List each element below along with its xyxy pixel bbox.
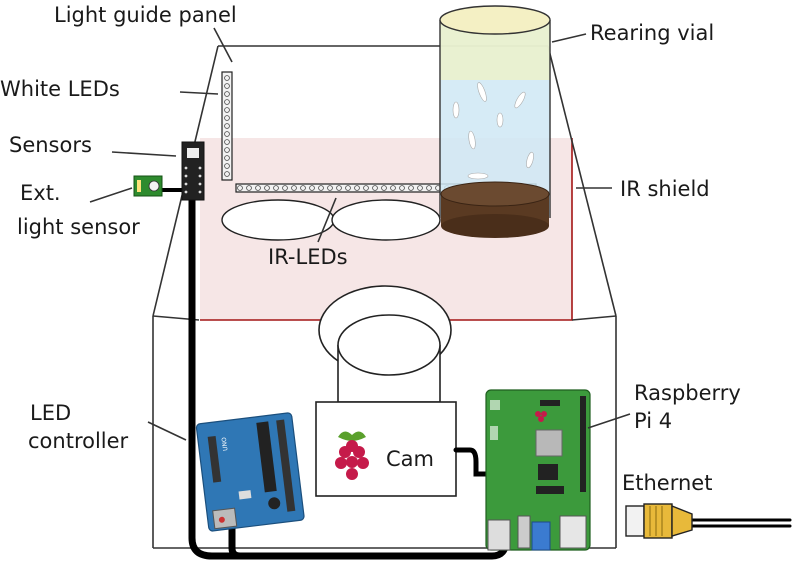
led-dot (336, 185, 342, 191)
led-dot (255, 185, 261, 191)
led-dot (264, 185, 270, 191)
arduino-mark: UNO (221, 437, 230, 452)
led-dot (327, 185, 333, 191)
label-ext-line2: light sensor (17, 215, 140, 239)
led-dot (381, 185, 387, 191)
white-led-dot (224, 123, 230, 129)
white-led-dot (224, 163, 230, 169)
light-guide-panel (221, 71, 233, 181)
led-dot (363, 185, 369, 191)
labels: Light guide panel White LEDs Sensors Ext… (0, 3, 741, 495)
led-dot (273, 185, 279, 191)
white-led-dot (224, 147, 230, 153)
led-dot (237, 185, 243, 191)
white-led-dot (224, 139, 230, 145)
white-led-dot (224, 115, 230, 121)
led-dot (345, 185, 351, 191)
external-light-sensor (133, 175, 163, 197)
led-dot (246, 185, 252, 191)
led-dot (399, 185, 405, 191)
white-led-dot (224, 131, 230, 137)
leader-lines (89, 27, 631, 441)
larvae (452, 82, 534, 180)
white-led-dot (224, 83, 230, 89)
label-white-leds: White LEDs (0, 77, 120, 101)
ethernet-plug (625, 503, 693, 539)
white-led-dot (224, 99, 230, 105)
led-dot (372, 185, 378, 191)
led-dot (318, 185, 324, 191)
label-rearing-vial: Rearing vial (590, 21, 714, 45)
rearing-vial (439, 5, 551, 238)
led-dot (309, 185, 315, 191)
label-sensors: Sensors (9, 133, 92, 157)
label-light-guide-panel: Light guide panel (54, 3, 237, 27)
white-led-dot (224, 155, 230, 161)
label-ext-line1: Ext. (20, 181, 61, 205)
led-dot (426, 185, 432, 191)
label-rpi-line2: Pi 4 (634, 409, 672, 433)
led-dot (291, 185, 297, 191)
raspberry-pi-board (485, 389, 591, 551)
led-dot (390, 185, 396, 191)
led-dot (354, 185, 360, 191)
label-led-line2: controller (28, 429, 129, 453)
arduino-board: UNO (195, 412, 305, 532)
white-led-dot (224, 91, 230, 97)
camera: Cam (315, 285, 457, 497)
ir-led-rings (221, 199, 441, 241)
white-led-dot (224, 107, 230, 113)
label-ir-shield: IR shield (620, 177, 710, 201)
sensors-board (181, 141, 205, 201)
cam-label: Cam (386, 447, 434, 471)
led-dot (282, 185, 288, 191)
label-ethernet: Ethernet (622, 471, 712, 495)
label-led-line1: LED (30, 401, 71, 425)
led-dot (417, 185, 423, 191)
white-led-dot (224, 171, 230, 177)
led-dot (300, 185, 306, 191)
led-dot (408, 185, 414, 191)
white-led-dot (224, 75, 230, 81)
raspberry-logo-icon (335, 431, 369, 480)
label-ir-leds: IR-LEDs (268, 245, 348, 269)
rpi-logo-icon (535, 411, 547, 422)
label-rpi-line1: Raspberry (634, 381, 741, 405)
